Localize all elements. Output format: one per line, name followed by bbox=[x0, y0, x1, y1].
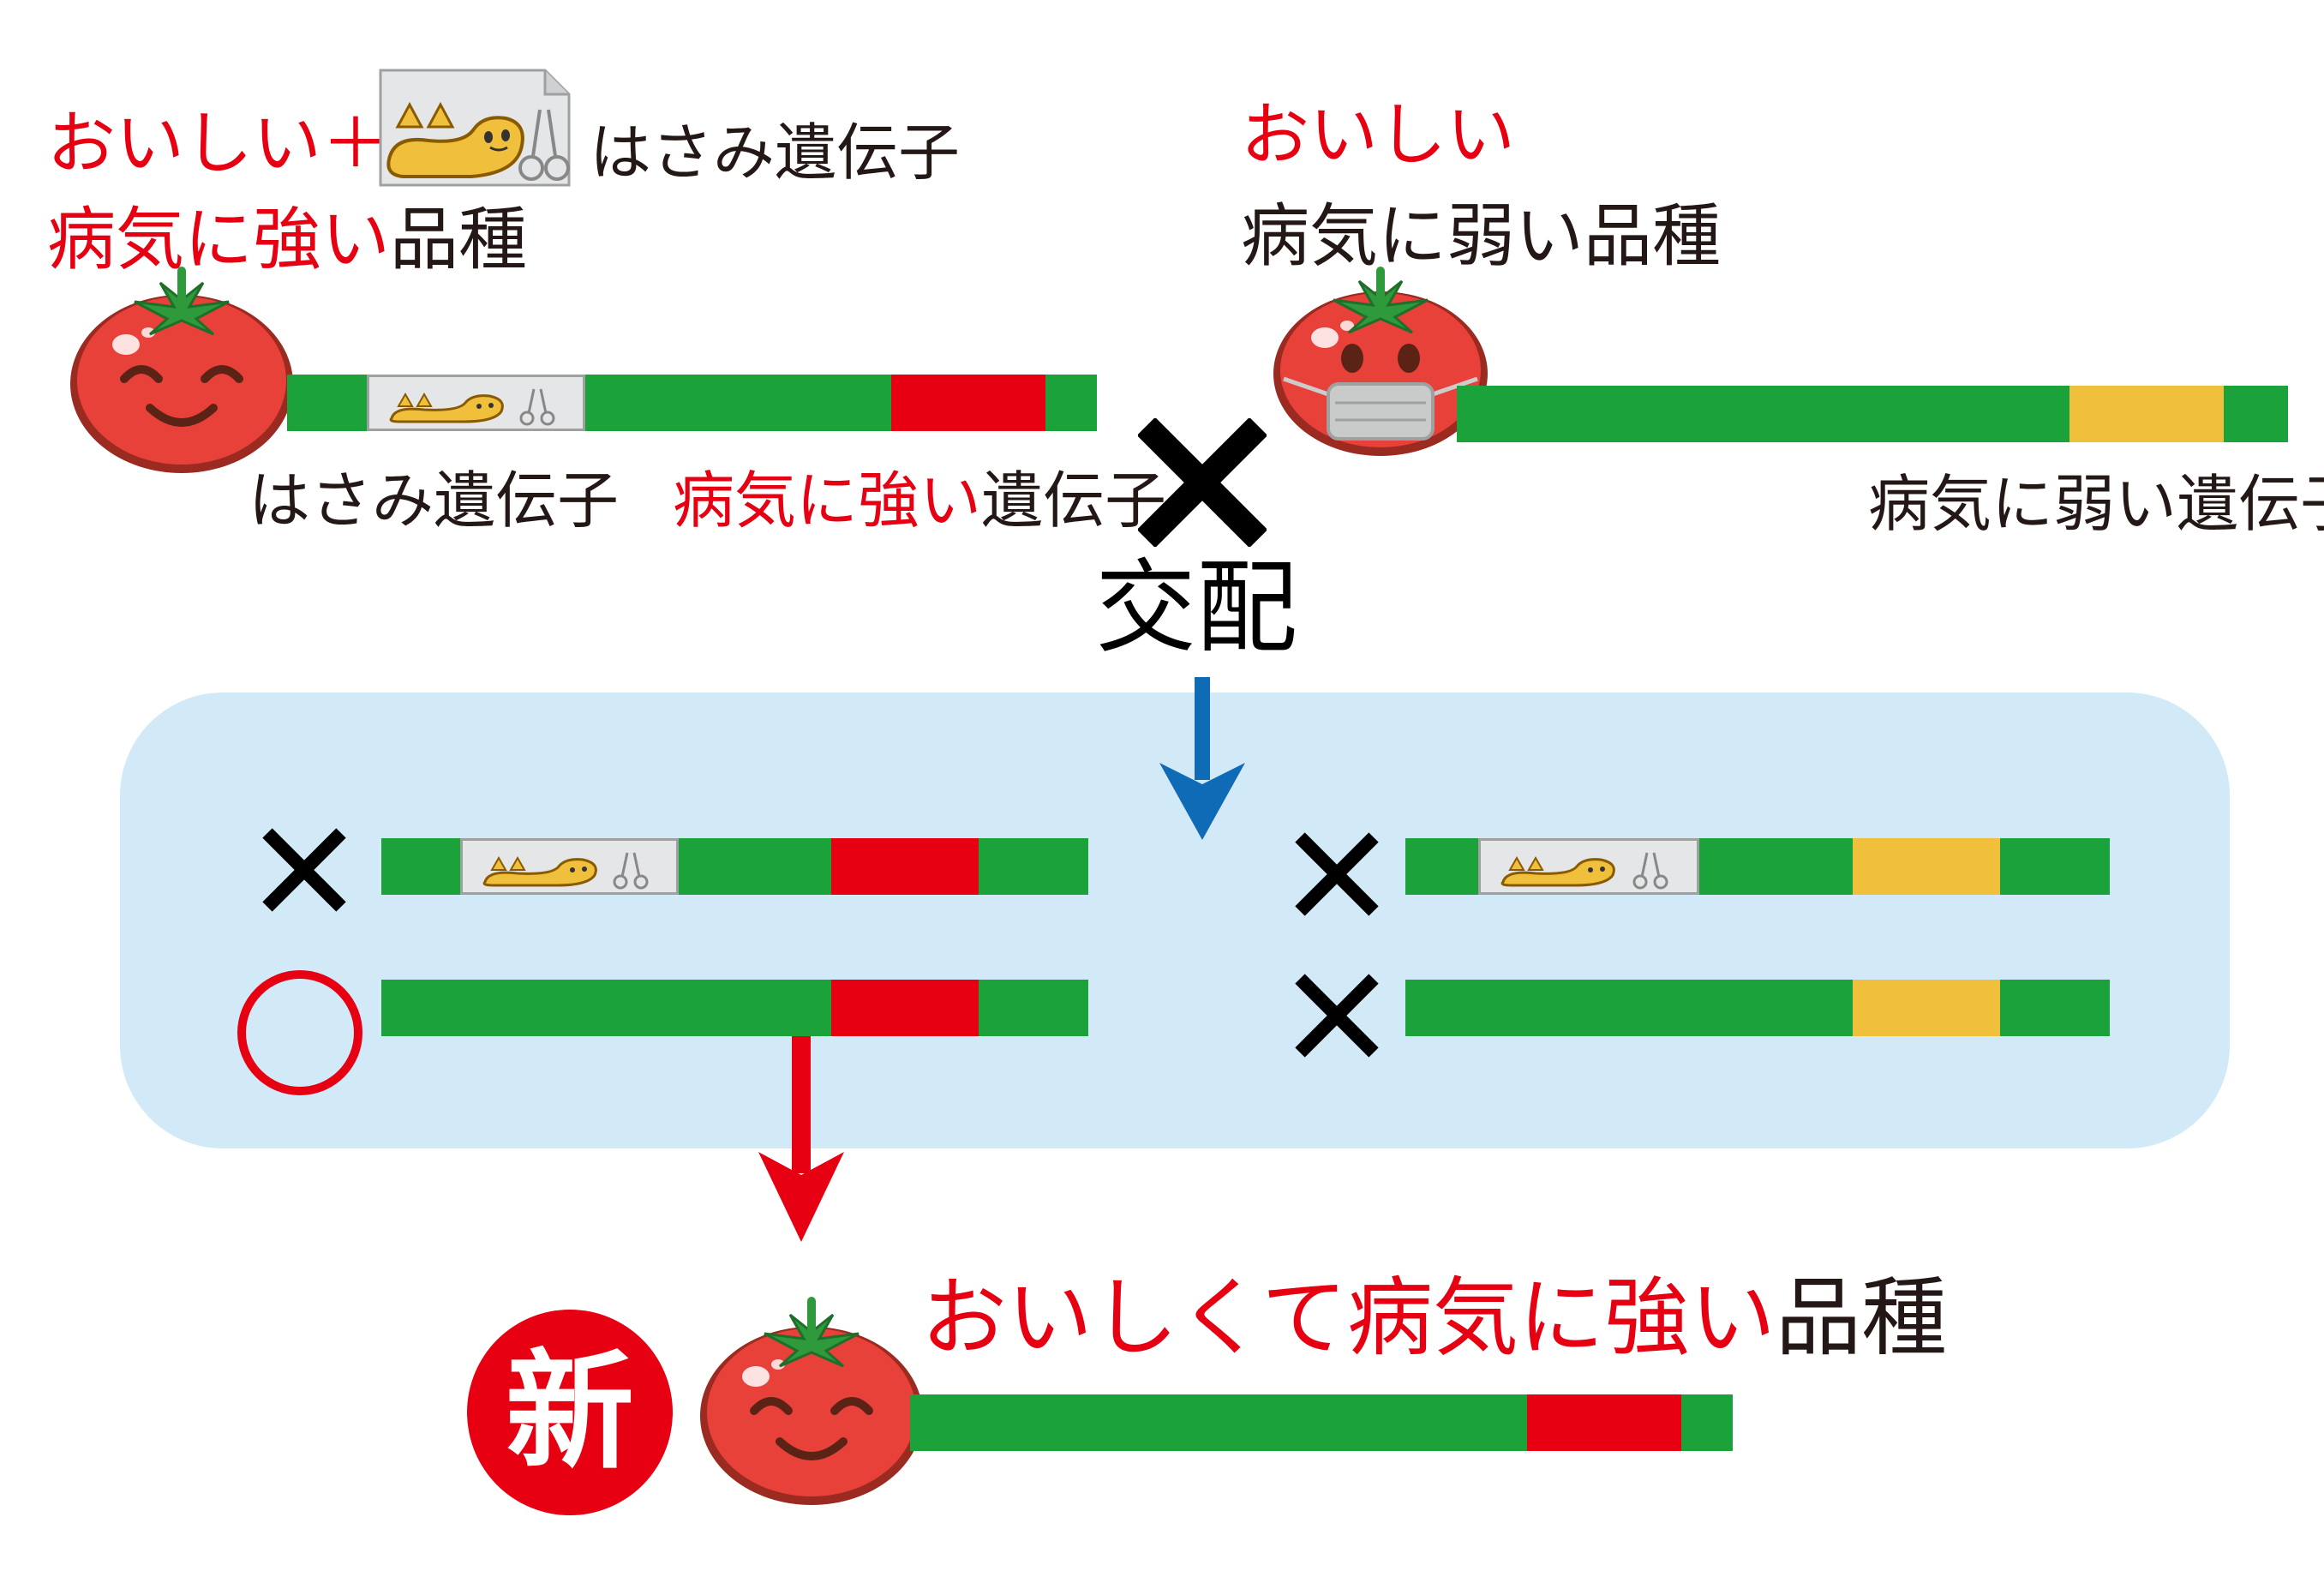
chromosome-offspring-2 bbox=[381, 980, 1088, 1036]
arrow-down-icon bbox=[758, 1036, 844, 1242]
parent-left-title-line1-black: はさみ遺伝子 bbox=[590, 117, 961, 189]
result-title-black: 品種 bbox=[1776, 1268, 1947, 1368]
resistant-gene-segment bbox=[891, 375, 1045, 431]
offspring-4-cross-mark-icon bbox=[1295, 974, 1379, 1058]
parent-left-title-line2: 病気に強い品種 bbox=[47, 206, 527, 274]
offspring-panel bbox=[120, 693, 2230, 1148]
result-title: おいしくて病気に強い品種 bbox=[921, 1275, 1947, 1361]
offspring-2-circle-mark-icon bbox=[237, 970, 362, 1095]
scissors-gene-icon bbox=[377, 67, 572, 189]
scissors-gene-segment bbox=[460, 838, 679, 895]
new-badge: 新 bbox=[467, 1310, 673, 1515]
resistant-gene-segment bbox=[1527, 1394, 1681, 1451]
tomato-mask-icon bbox=[1268, 266, 1493, 459]
chromosome-parent-left bbox=[287, 375, 1097, 431]
cross-label: 交配 bbox=[1095, 549, 1298, 667]
scissors-gene-segment bbox=[367, 375, 585, 431]
offspring-3-cross-mark-icon bbox=[1295, 832, 1379, 916]
result-title-red: おいしくて病気に強い bbox=[921, 1268, 1776, 1368]
tomato-smile-icon bbox=[694, 1294, 930, 1508]
parent-left-title-line2-black: 品種 bbox=[390, 200, 527, 279]
chromosome-offspring-1 bbox=[381, 838, 1088, 895]
resistant-gene-segment bbox=[831, 838, 979, 895]
label-resistant-gene-red: 病気に強い bbox=[673, 465, 982, 537]
label-scissors-gene: はさみ遺伝子 bbox=[249, 465, 620, 537]
label-resistant-gene-black: 遺伝子 bbox=[981, 465, 1167, 537]
resistant-gene-segment bbox=[831, 980, 979, 1036]
parent-right-title-line1-red: おいしい bbox=[1241, 95, 1515, 175]
parent-left-title-line2-red: 病気に強い bbox=[47, 200, 390, 279]
tomato-smile-icon bbox=[64, 266, 300, 476]
weak-gene-segment bbox=[1853, 980, 2000, 1036]
label-resistant-gene: 病気に強い遺伝子 bbox=[673, 470, 1166, 531]
parent-left-title-line1-red: おいしい＋ bbox=[47, 104, 390, 183]
weak-gene-segment bbox=[1853, 838, 2000, 895]
cross-mark-icon bbox=[1136, 417, 1268, 549]
label-weak-gene: 病気に弱い遺伝子 bbox=[1868, 468, 2324, 540]
weak-gene-segment bbox=[2069, 386, 2224, 442]
chromosome-parent-right bbox=[1457, 386, 2288, 442]
offspring-1-cross-mark-icon bbox=[262, 828, 346, 912]
chromosome-offspring-3 bbox=[1405, 838, 2110, 895]
arrow-down-icon bbox=[1159, 677, 1245, 840]
new-badge-label: 新 bbox=[505, 1338, 634, 1487]
scissors-gene-segment bbox=[1478, 838, 1699, 895]
chromosome-offspring-4 bbox=[1405, 980, 2110, 1036]
chromosome-result bbox=[910, 1394, 1733, 1451]
parent-right-title-line2-black: 病気に弱い品種 bbox=[1241, 196, 1721, 276]
